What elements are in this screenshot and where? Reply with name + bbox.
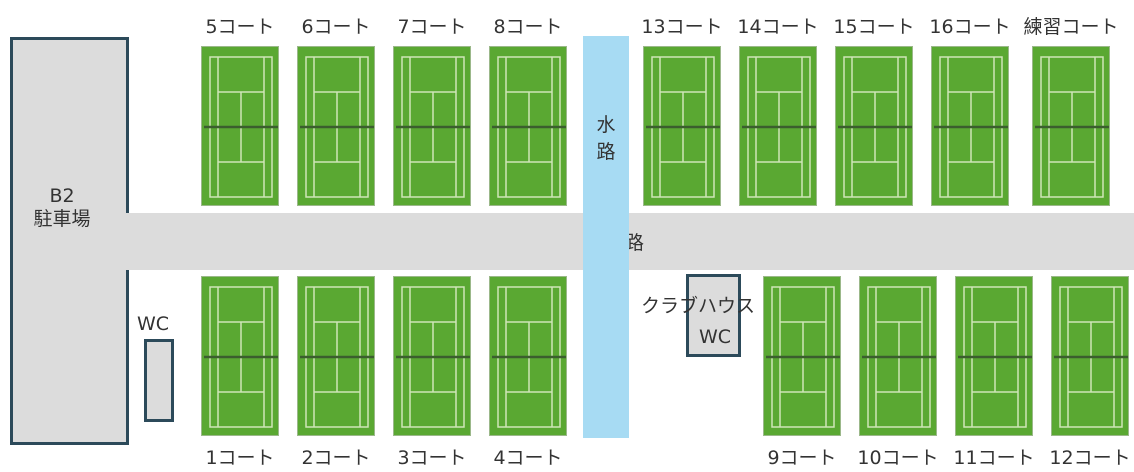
court-lines — [396, 286, 470, 428]
top-court-5 — [643, 46, 721, 206]
court-lines — [1035, 56, 1109, 198]
main-walkway — [126, 213, 1134, 270]
top-court-3 — [393, 46, 471, 206]
court-label: 12コート — [1049, 447, 1131, 469]
court-label: 11コート — [953, 447, 1035, 469]
parking-lot-b2 — [10, 37, 129, 445]
waterway-label: 水 路 — [583, 112, 629, 166]
court-lines — [1054, 286, 1128, 428]
court-lines — [862, 286, 936, 428]
waterway — [583, 36, 629, 438]
court-label: 1コート — [205, 447, 275, 469]
bottom-court-6 — [859, 276, 937, 436]
bottom-court-4 — [489, 276, 567, 436]
waterway-label-char1: 水 — [596, 114, 616, 136]
court-label: 4コート — [493, 447, 563, 469]
restroom-left-label: WC — [137, 313, 170, 335]
court-lines — [396, 56, 470, 198]
court-label: 14コート — [737, 16, 819, 38]
top-court-4 — [489, 46, 567, 206]
top-court-7 — [835, 46, 913, 206]
court-lines — [300, 286, 374, 428]
court-lines — [934, 56, 1008, 198]
court-label: 9コート — [767, 447, 837, 469]
court-lines — [766, 286, 840, 428]
bottom-court-5 — [763, 276, 841, 436]
court-lines — [300, 56, 374, 198]
court-label: 6コート — [301, 16, 371, 38]
parking-label: B2 駐車場 — [22, 185, 102, 231]
court-lines — [492, 286, 566, 428]
waterway-label-char2: 路 — [596, 141, 616, 163]
clubhouse-wc-label: WC — [699, 326, 732, 348]
bottom-court-2 — [297, 276, 375, 436]
court-label: 5コート — [205, 16, 275, 38]
top-court-6 — [739, 46, 817, 206]
court-label: 練習コート — [1023, 16, 1119, 38]
parking-label-line2: 駐車場 — [33, 208, 91, 230]
court-lines — [646, 56, 720, 198]
top-court-8 — [931, 46, 1009, 206]
bottom-court-7 — [955, 276, 1033, 436]
top-court-1 — [201, 46, 279, 206]
court-lines — [204, 286, 278, 428]
parking-label-line1: B2 — [49, 185, 75, 207]
court-lines — [492, 56, 566, 198]
court-lines — [742, 56, 816, 198]
clubhouse-restroom — [686, 274, 741, 357]
court-label: 2コート — [301, 447, 371, 469]
court-label: 8コート — [493, 16, 563, 38]
bottom-court-1 — [201, 276, 279, 436]
court-label: 16コート — [929, 16, 1011, 38]
court-label: 3コート — [397, 447, 467, 469]
court-label: 15コート — [833, 16, 915, 38]
court-label: 7コート — [397, 16, 467, 38]
clubhouse-label: クラブハウス — [641, 295, 756, 317]
court-lines — [838, 56, 912, 198]
court-lines — [204, 56, 278, 198]
top-court-2 — [297, 46, 375, 206]
top-court-9 — [1032, 46, 1110, 206]
restroom-left — [144, 339, 174, 422]
bottom-court-3 — [393, 276, 471, 436]
bottom-court-8 — [1051, 276, 1129, 436]
court-label: 13コート — [641, 16, 723, 38]
court-lines — [958, 286, 1032, 428]
court-label: 10コート — [857, 447, 939, 469]
